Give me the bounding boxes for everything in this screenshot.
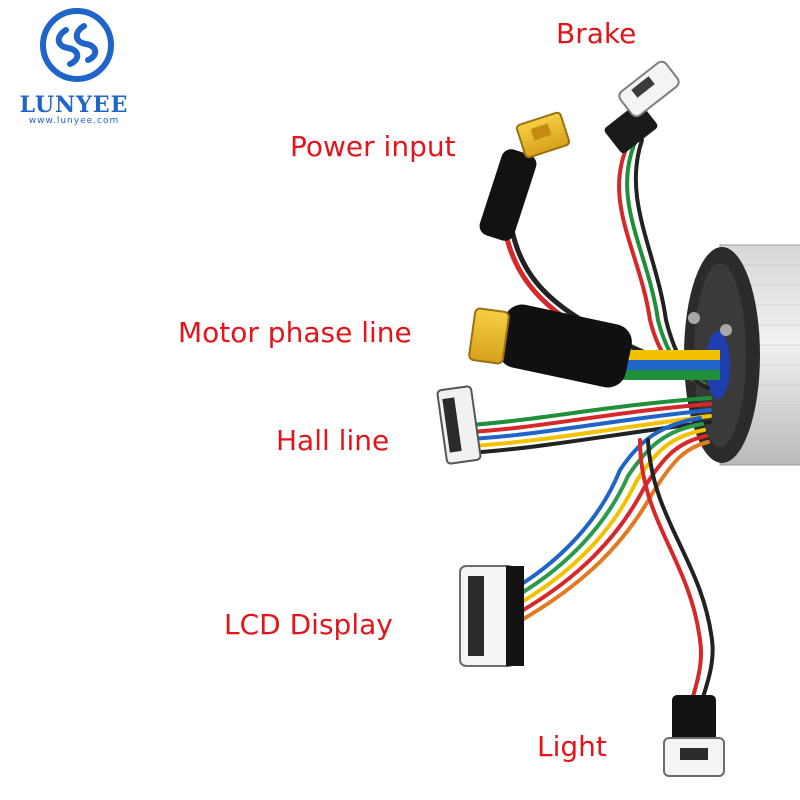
light-cable	[638, 438, 715, 712]
label-power-input: Power input	[290, 130, 456, 163]
lcd-connector	[459, 565, 524, 667]
hall-connector	[436, 385, 482, 465]
label-light: Light	[537, 730, 607, 763]
light-connector	[663, 695, 725, 777]
hall-cable	[468, 396, 712, 455]
label-brake: Brake	[556, 17, 637, 50]
brake-connector	[604, 60, 680, 154]
label-hall-line: Hall line	[276, 424, 390, 457]
power-connector	[479, 111, 571, 241]
logo-mark-icon	[40, 8, 114, 82]
lcd-cable	[518, 416, 710, 623]
label-lcd-display: LCD Display	[224, 608, 393, 641]
brand-url: www.lunyee.com	[28, 116, 120, 126]
motor-phase-cable	[468, 304, 720, 388]
brand-name: LUNYEE	[19, 92, 129, 118]
lunyee-logo: LUNYEE www.lunyee.com	[10, 8, 138, 128]
label-motor-phase-line: Motor phase line	[178, 316, 412, 349]
